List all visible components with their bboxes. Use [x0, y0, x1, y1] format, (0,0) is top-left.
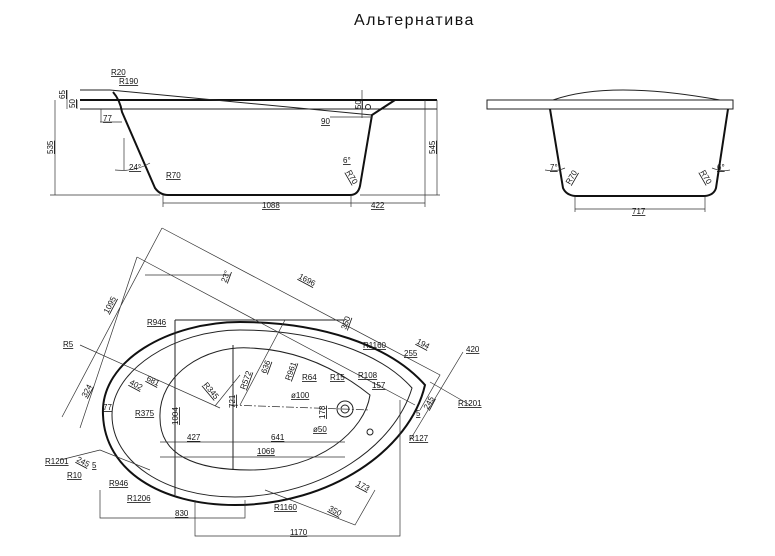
- dim-label: R15: [330, 373, 345, 382]
- dim-label: 255: [404, 349, 418, 358]
- dim-label: 350: [339, 315, 352, 331]
- dim-label: 77: [103, 114, 112, 123]
- dim-label: R1201: [458, 399, 482, 408]
- dim-label: 1170: [290, 528, 308, 537]
- dim-label: R70: [166, 171, 181, 180]
- dim-label: 245: [422, 394, 436, 410]
- dim-label: 194: [415, 337, 431, 351]
- dim-label: 5: [416, 409, 421, 418]
- dim-label: 6°: [717, 163, 725, 172]
- dim-label: R5: [63, 340, 74, 349]
- side-view: R20 R190 65 50 77 535 24° R70 1088 422 5…: [46, 68, 440, 210]
- dim-label: 1095: [102, 295, 119, 315]
- dim-label: ø50: [313, 425, 327, 434]
- dim-label: 1696: [297, 272, 317, 289]
- dim-label: 6°: [343, 156, 351, 165]
- dim-label: R1201: [45, 457, 69, 466]
- dim-label: 402: [128, 378, 144, 392]
- dim-label: 324: [80, 382, 94, 398]
- drawing-title: Альтернатива: [354, 12, 475, 29]
- plan-dimension-labels: 1696 1095 23° R946 350 R1160 194 420 255…: [45, 269, 482, 537]
- dim-label: 90: [321, 117, 330, 126]
- dim-label: ø100: [291, 391, 310, 400]
- dim-label: R1160: [363, 341, 387, 350]
- dim-label: R961: [283, 360, 298, 382]
- dim-label: R70: [698, 169, 713, 187]
- dim-label: R70: [564, 168, 579, 186]
- dim-label: 178: [318, 405, 327, 419]
- dim-label: R375: [135, 409, 155, 418]
- dim-label: 65: [58, 90, 67, 99]
- dim-label: 173: [355, 479, 371, 493]
- dim-label: 641: [271, 433, 285, 442]
- dim-label: 681: [145, 374, 161, 388]
- dim-label: 157: [372, 381, 386, 390]
- dim-label: 24°: [129, 163, 141, 172]
- dim-label: 7°: [550, 163, 558, 172]
- dim-label: 427: [187, 433, 201, 442]
- dim-label: 50: [354, 100, 363, 109]
- dim-label: 77: [103, 403, 112, 412]
- dim-label: R70: [344, 169, 359, 187]
- dim-label: 535: [46, 140, 55, 154]
- dim-label: R190: [119, 77, 139, 86]
- dim-label: 717: [632, 207, 646, 216]
- dim-label: R572: [238, 369, 253, 391]
- dim-label: 545: [428, 140, 437, 154]
- dim-label: R946: [109, 479, 129, 488]
- dim-label: 420: [466, 345, 480, 354]
- dim-label: R1160: [274, 503, 298, 512]
- dim-label: R127: [409, 434, 429, 443]
- dim-label: 830: [175, 509, 189, 518]
- end-view: 7° R70 R70 6° 717: [486, 89, 734, 216]
- dim-label: 1069: [257, 447, 275, 456]
- dim-label: 721: [228, 394, 237, 408]
- dim-label: R345: [201, 381, 221, 402]
- dim-label: 1004: [171, 407, 180, 425]
- dim-label: R946: [147, 318, 167, 327]
- dim-label: R108: [358, 371, 378, 380]
- dim-label: 50: [68, 99, 77, 108]
- dim-label: R1206: [127, 494, 151, 503]
- dim-label: R64: [302, 373, 317, 382]
- dim-label: R20: [111, 68, 126, 77]
- dim-label: 422: [371, 201, 385, 210]
- dim-label: 23°: [219, 269, 232, 283]
- dim-label: 1088: [262, 201, 280, 210]
- dim-label: R10: [67, 471, 82, 480]
- dim-label: 5: [92, 461, 97, 470]
- dim-label: 636: [259, 359, 272, 375]
- dim-label: 350: [327, 504, 343, 518]
- dim-label: 245: [75, 455, 91, 469]
- plan-view: 1696 1095 23° R946 350 R1160 194 420 255…: [45, 227, 482, 537]
